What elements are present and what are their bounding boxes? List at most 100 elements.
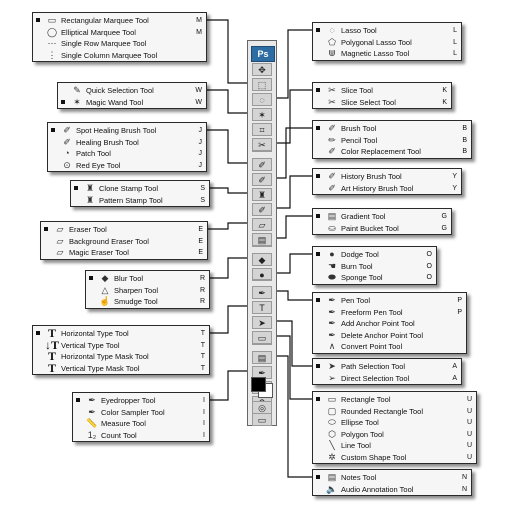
magic-wand-icon[interactable]: ✶ bbox=[252, 108, 272, 121]
slice-icon[interactable]: ✂ bbox=[252, 138, 272, 151]
gradient-icon[interactable]: ▤ bbox=[252, 233, 272, 246]
shortcut-key: O bbox=[426, 262, 432, 270]
tool-label: Add Anchor Point Tool bbox=[341, 319, 415, 328]
pen-icon[interactable]: ✒ bbox=[252, 286, 272, 299]
brush-icon[interactable]: ✐ bbox=[252, 173, 272, 186]
dodge-icon[interactable]: ● bbox=[252, 268, 272, 281]
blur-icon[interactable]: ◆ bbox=[252, 253, 272, 266]
type-icon[interactable]: T bbox=[252, 301, 272, 314]
tool-label: Magnetic Lasso Tool bbox=[341, 49, 410, 58]
shortcut-key: T bbox=[200, 341, 205, 349]
slice-icon: ✂ bbox=[328, 85, 336, 95]
horizontal-type-mask-icon: T bbox=[47, 351, 56, 362]
connector-gradient bbox=[273, 215, 312, 239]
marquee-icon[interactable]: ⬚ bbox=[252, 78, 272, 91]
shortcut-key: W bbox=[195, 87, 202, 94]
foreground-color-swatch[interactable] bbox=[251, 377, 266, 392]
crop-icon[interactable]: ⌗ bbox=[252, 123, 272, 136]
vertical-type-icon: ↓T bbox=[44, 339, 59, 351]
tool-item[interactable]: ∧Convert Point Tool bbox=[313, 341, 466, 352]
tool-item[interactable]: ✒Add Anchor Point Tool bbox=[313, 318, 466, 329]
spot-healing-icon[interactable]: ✐ bbox=[252, 158, 272, 171]
shortcut-key: A bbox=[452, 374, 457, 382]
tool-item[interactable]: ✒Delete Anchor Point Tool bbox=[313, 330, 466, 341]
current-tool-marker bbox=[316, 298, 320, 302]
eraser-icon[interactable]: ▱ bbox=[252, 218, 272, 231]
current-tool-marker bbox=[36, 18, 40, 22]
tool-item[interactable]: ⋮Single Column Marquee Tool bbox=[33, 50, 206, 61]
shortcut-key: L bbox=[453, 38, 457, 46]
shortcut-key: U bbox=[466, 407, 472, 415]
shortcut-key: L bbox=[453, 50, 457, 57]
rectangle-icon[interactable]: ▭ bbox=[252, 331, 272, 344]
count-icon: 1₂ bbox=[87, 429, 97, 440]
path-selection-icon[interactable]: ➤ bbox=[252, 316, 272, 329]
current-tool-marker bbox=[316, 364, 320, 368]
clone-stamp-icon[interactable]: ♜ bbox=[252, 188, 272, 201]
rectangle-icon: ▭ bbox=[327, 394, 337, 404]
eraser-icon: ▱ bbox=[56, 224, 64, 234]
notes-icon[interactable]: ▤ bbox=[252, 351, 272, 364]
blur-icon: ◆ bbox=[101, 273, 109, 283]
screen-mode-icon[interactable]: ▭ bbox=[252, 413, 272, 426]
lasso-icon[interactable]: ◌ bbox=[252, 93, 272, 106]
tool-item[interactable]: ⋯Single Row Marquee Tool bbox=[33, 38, 206, 49]
history-brush-icon[interactable]: ✐ bbox=[252, 203, 272, 216]
shortcut-key: P bbox=[457, 297, 462, 304]
move-icon[interactable]: ✥ bbox=[252, 63, 272, 76]
